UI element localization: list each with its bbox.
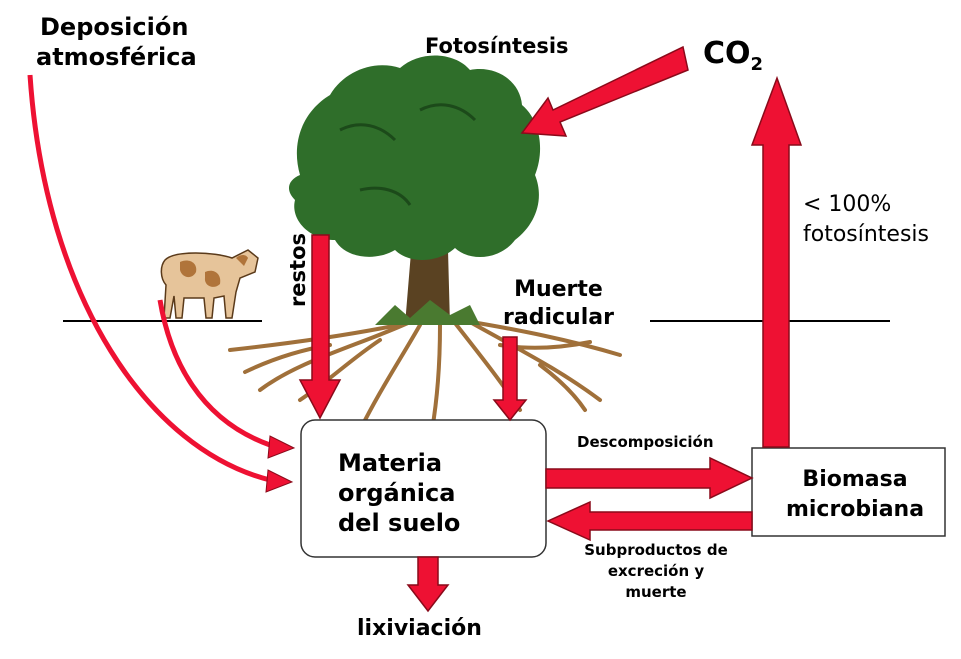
organic-matter-box: Materia orgánica del suelo — [338, 449, 461, 537]
deposition-arrow-inner — [157, 299, 271, 448]
tree-icon — [288, 55, 541, 325]
leaching-label: lixiviación — [357, 616, 482, 641]
co2-label: CO2 — [703, 36, 764, 75]
leaching-arrow — [406, 556, 450, 613]
biomass-to-co2-arrow — [750, 75, 803, 448]
restos-label: restos — [286, 232, 310, 308]
byproducts-label: Subproductos de excreción y muerte — [584, 541, 728, 601]
byproducts-arrow — [546, 500, 753, 542]
roots — [228, 316, 622, 432]
cow-icon — [160, 249, 259, 319]
decomposition-label: Descomposición — [577, 433, 714, 451]
decomposition-arrow — [545, 456, 754, 500]
restos-arrow — [298, 234, 342, 420]
pct-photosynthesis-label: < 100% fotosíntesis — [803, 192, 930, 247]
deposition-arrow-inner-head — [267, 435, 296, 459]
co2-to-tree-arrow — [520, 45, 689, 137]
root-death-label: Muerte radicular — [503, 277, 614, 330]
root-death-arrow — [492, 336, 528, 422]
photosynthesis-label: Fotosíntesis — [425, 34, 569, 58]
deposition-arrow-outer-head — [265, 469, 294, 493]
microbial-biomass-box: Biomasa microbiana — [785, 467, 925, 522]
deposition-arrow-outer — [27, 74, 271, 483]
deposition-label: Deposición atmosférica — [36, 13, 197, 71]
microbial-biomass-box-shape — [751, 447, 946, 537]
deposition-arrows — [27, 74, 271, 483]
